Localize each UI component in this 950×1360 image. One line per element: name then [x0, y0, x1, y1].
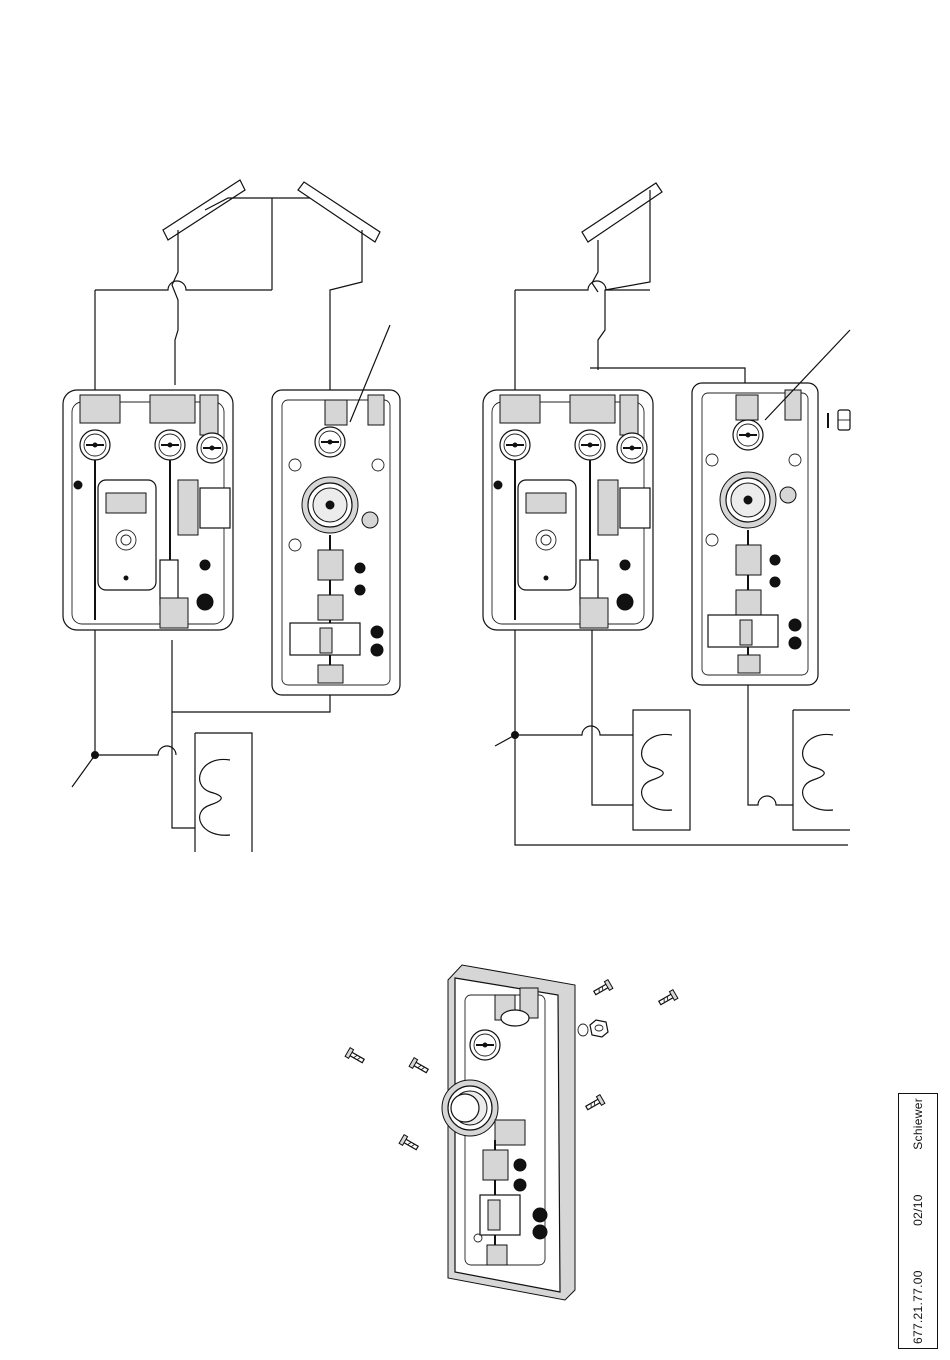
collector-left-2: [298, 182, 380, 242]
document-number: 677.21.77.00: [911, 1270, 925, 1344]
nut-and-washer: [578, 1020, 608, 1037]
left-system-diagram: [63, 180, 400, 852]
storage-tank-left: [195, 733, 252, 852]
storage-tank-right-1: [633, 710, 690, 830]
exploded-view-module: [442, 965, 575, 1300]
document-date: 02/10: [911, 1194, 925, 1226]
document-author: Schiewer: [911, 1098, 925, 1150]
solar-station-right: [483, 390, 653, 630]
right-system-diagram: [483, 183, 850, 845]
storage-tank-right-2: [793, 710, 850, 830]
document-footer: 677.21.77.00 02/10 Schiewer: [898, 1093, 938, 1349]
collector-left-1: [163, 180, 245, 240]
loose-fittings: [828, 410, 850, 430]
pump-module-right: [692, 383, 818, 685]
pump-module-left: [272, 390, 400, 695]
solar-station-left: [63, 390, 233, 630]
footer-text-row: 677.21.77.00 02/10 Schiewer: [911, 1098, 925, 1344]
